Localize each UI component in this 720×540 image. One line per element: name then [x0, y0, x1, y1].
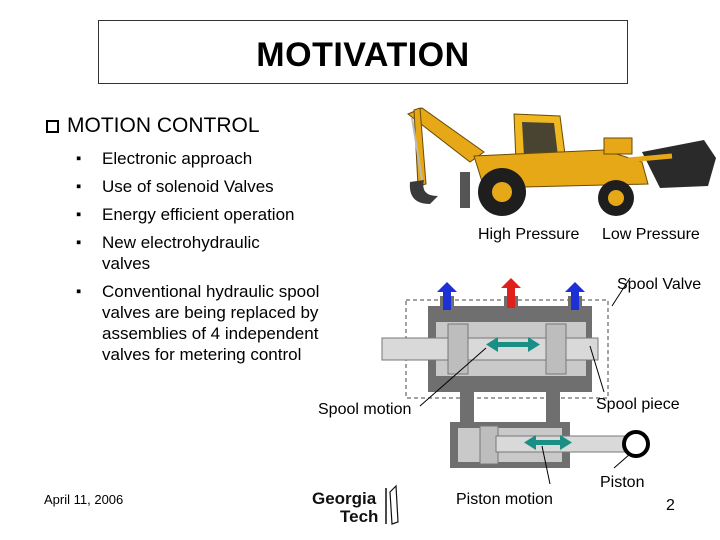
piston-motion-arrow: [524, 435, 572, 450]
piston-head: [479, 425, 499, 465]
svg-text:Georgia: Georgia: [312, 489, 377, 508]
backhoe-loader-image: [407, 107, 716, 216]
high-pressure-arrow: [501, 278, 521, 308]
heading-row: MOTION CONTROL: [46, 114, 260, 138]
low-pressure-arrow-right: [565, 282, 585, 310]
footer-date: April 11, 2006: [44, 492, 124, 507]
low-pressure-arrow-left: [437, 282, 457, 310]
spool-motion-label: Spool motion: [318, 401, 412, 418]
piston-motion-label: Piston motion: [456, 491, 553, 508]
heading-text: MOTION CONTROL: [67, 114, 260, 137]
svg-text:Tech: Tech: [340, 507, 378, 526]
spool-land: [545, 323, 567, 375]
georgia-tech-logo: Georgia Tech: [312, 484, 399, 526]
spool-valve-diagram: [381, 277, 650, 485]
high-pressure-label: High Pressure: [478, 226, 580, 243]
bullet-list: Electronic approach Use of solenoid Valv…: [76, 148, 376, 372]
piston-label: Piston: [600, 474, 645, 491]
title-box: [98, 20, 628, 84]
spool-piece-label: Spool piece: [596, 396, 680, 413]
spool-rod: [381, 337, 599, 361]
spool-valve-label: Spool Valve: [617, 276, 702, 293]
spool-motion-arrow: [486, 337, 540, 352]
checkbox-bullet-icon: [46, 119, 59, 133]
page-number: 2: [666, 497, 675, 514]
bullet-item: Electronic approach: [76, 148, 376, 169]
bullet-item: Energy efficient operation: [76, 204, 376, 225]
low-pressure-label: Low Pressure: [602, 226, 700, 243]
slide-title: MOTIVATION: [256, 36, 470, 74]
bullet-item: New electrohydraulic valves: [76, 232, 282, 274]
bullet-item: Conventional hydraulic spool valves are …: [76, 281, 332, 365]
bullet-item: Use of solenoid Valves: [76, 176, 376, 197]
piston-end-ring: [622, 430, 650, 458]
spool-land: [447, 323, 469, 375]
